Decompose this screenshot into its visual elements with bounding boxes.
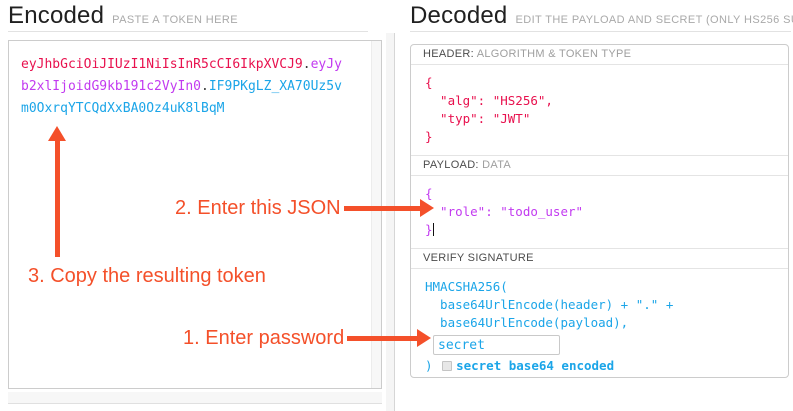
arrow-step2-shaft bbox=[344, 206, 422, 211]
code-line: "role": "todo_user" bbox=[425, 204, 584, 219]
code-line: } bbox=[425, 221, 778, 239]
code-line: { bbox=[425, 186, 433, 201]
code-line: base64UrlEncode(header) + "." + bbox=[425, 297, 674, 312]
arrow-right-icon bbox=[420, 199, 434, 217]
base64-checkbox-row: ) secret base64 encoded bbox=[425, 357, 778, 375]
payload-sublabel: DATA bbox=[482, 159, 512, 171]
text-cursor bbox=[432, 223, 435, 236]
signature-section-label: VERIFY SIGNATURE bbox=[411, 249, 788, 269]
decoded-divider bbox=[410, 31, 791, 32]
base64-checkbox-label[interactable]: secret base64 encoded bbox=[456, 358, 615, 373]
header-sublabel: ALGORITHM & TOKEN TYPE bbox=[476, 48, 632, 60]
header-label: HEADER: bbox=[423, 48, 474, 60]
jwt-token-text[interactable]: eyJhbGciOiJIUzI1NiIsInR5cCI6IkpXVCJ9.eyJ… bbox=[21, 54, 346, 120]
base64-checkbox[interactable] bbox=[442, 361, 453, 371]
secret-input[interactable] bbox=[433, 335, 560, 355]
annotation-step1: 1. Enter password bbox=[183, 327, 345, 349]
token-signature-segment: IF9PKgLZ_XA70Uz5vm0OxrqYTCQdXxBA0Oz4uK8l… bbox=[21, 79, 342, 116]
arrow-right-icon bbox=[417, 329, 431, 347]
token-header-segment: eyJhbGciOiJIUzI1NiIsInR5cCI6IkpXVCJ9 bbox=[21, 57, 303, 72]
payload-section-label: PAYLOAD: DATA bbox=[411, 156, 788, 176]
code-line: "typ": "JWT" bbox=[425, 111, 531, 126]
arrow-step1-shaft bbox=[347, 336, 419, 341]
verify-signature-label: VERIFY SIGNATURE bbox=[423, 252, 534, 264]
close-paren: ) bbox=[425, 358, 441, 373]
encoded-divider bbox=[8, 31, 368, 32]
token-payload-segment: eyJyb2xlIjoidG9kb191c2VyIn0 bbox=[21, 57, 342, 94]
decoded-title: Decoded bbox=[410, 2, 508, 29]
annotation-step2: 2. Enter this JSON bbox=[175, 197, 341, 219]
decoded-panel: HEADER: ALGORITHM & TOKEN TYPE { "alg": … bbox=[410, 44, 789, 378]
code-line: HMACSHA256( bbox=[425, 279, 508, 294]
signature-block: HMACSHA256( base64UrlEncode(header) + ".… bbox=[411, 269, 788, 377]
decoded-header: Decoded EDIT THE PAYLOAD AND SECRET (ONLY… bbox=[410, 2, 793, 30]
code-line: { bbox=[425, 75, 433, 90]
encoded-header: Encoded PASTE A TOKEN HERE bbox=[8, 2, 238, 30]
header-section-label: HEADER: ALGORITHM & TOKEN TYPE bbox=[411, 45, 788, 65]
code-line: "alg": "HS256", bbox=[425, 93, 553, 108]
payload-json-editor[interactable]: { "role": "todo_user" } bbox=[411, 176, 788, 249]
token-dot-1: . bbox=[302, 57, 311, 72]
decoded-subtitle: EDIT THE PAYLOAD AND SECRET (ONLY HS256 … bbox=[515, 14, 793, 26]
vertical-scrollbar[interactable] bbox=[371, 41, 381, 388]
header-json-editor[interactable]: { "alg": "HS256", "typ": "JWT" } bbox=[411, 65, 788, 156]
arrow-up-icon bbox=[48, 126, 66, 141]
annotation-step3: 3. Copy the resulting token bbox=[28, 265, 266, 287]
column-divider-scrollbar bbox=[386, 33, 395, 411]
token-dot-2: . bbox=[201, 79, 209, 94]
arrow-step3-shaft bbox=[55, 140, 60, 257]
code-line: } bbox=[425, 129, 433, 144]
encoded-title: Encoded bbox=[8, 2, 105, 29]
horizontal-scrollbar[interactable] bbox=[8, 392, 382, 404]
token-input[interactable]: eyJhbGciOiJIUzI1NiIsInR5cCI6IkpXVCJ9.eyJ… bbox=[8, 40, 382, 389]
payload-close-brace: } bbox=[425, 222, 433, 237]
code-line: base64UrlEncode(payload), bbox=[425, 315, 629, 330]
encoded-subtitle: PASTE A TOKEN HERE bbox=[112, 14, 238, 26]
payload-label: PAYLOAD: bbox=[423, 159, 479, 171]
